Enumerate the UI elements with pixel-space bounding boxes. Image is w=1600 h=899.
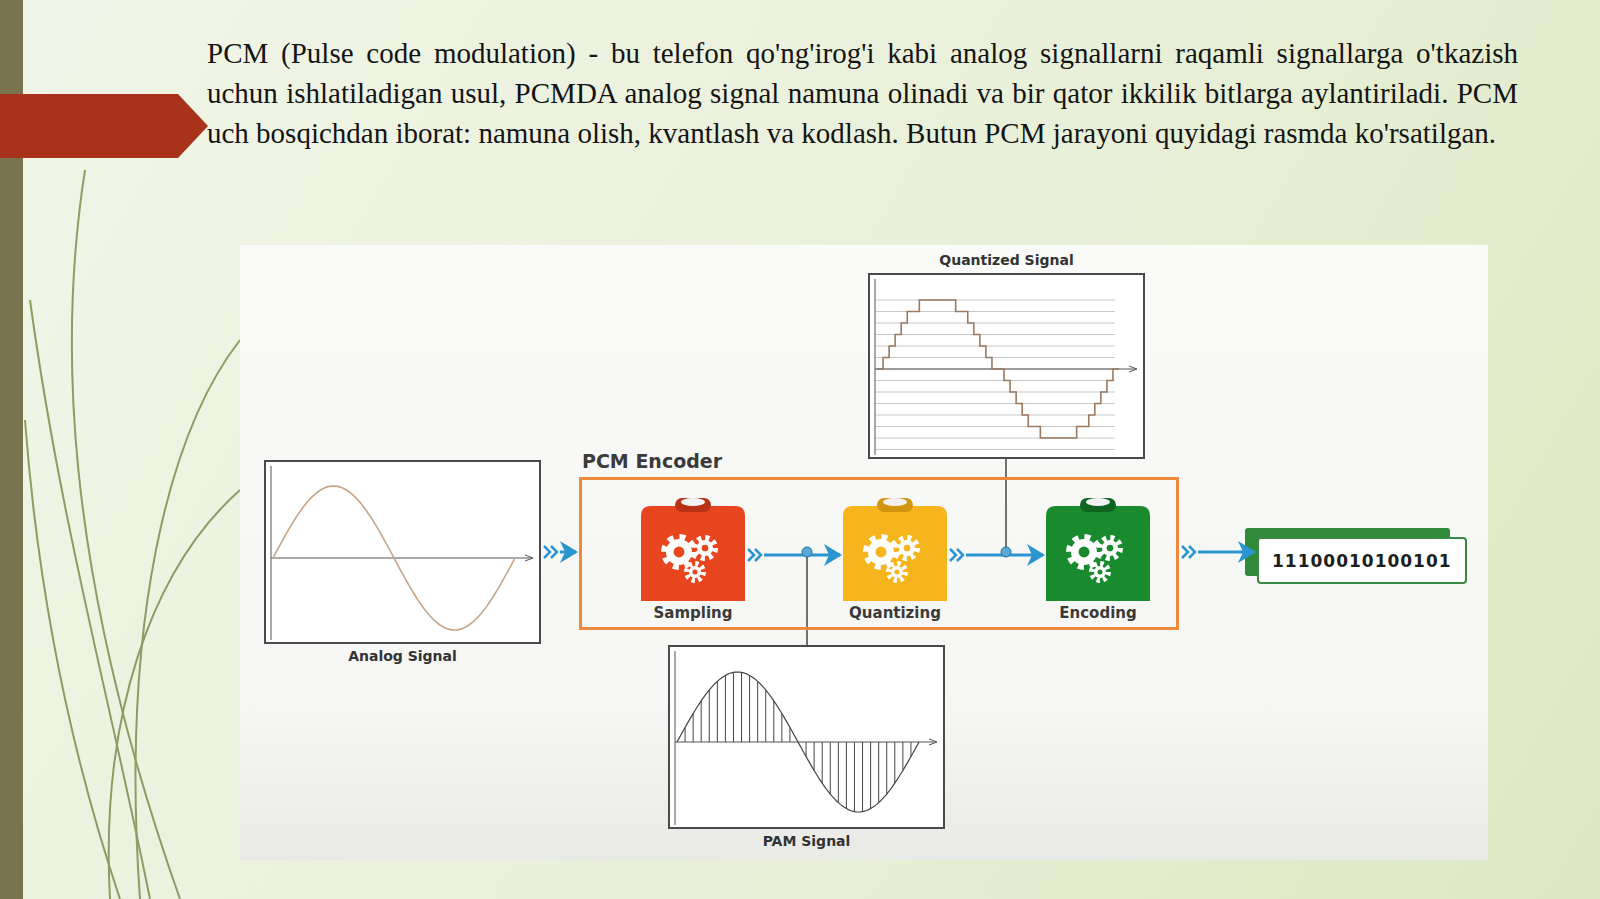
junction-dot xyxy=(802,547,812,557)
node-label: Analog Signal xyxy=(266,648,539,664)
process-block: Sampling xyxy=(641,496,745,626)
node-label: PAM Signal xyxy=(670,833,943,849)
node-label: PCM Encoder xyxy=(582,450,722,472)
encoder-frame: SamplingQuantizingEncodingPCM Encoder xyxy=(579,477,1179,630)
gear-block-icon xyxy=(843,496,947,602)
node-label: Quantizing xyxy=(823,604,967,622)
junction-dot xyxy=(1001,547,1011,557)
body-text: PCM (Pulse code modulation) - bu telefon… xyxy=(207,33,1518,153)
flow-arrow xyxy=(748,549,840,561)
node-label: Encoding xyxy=(1026,604,1170,622)
binary-code: 11100010100101 xyxy=(1272,551,1452,571)
process-block: Quantizing xyxy=(843,496,947,626)
output-code-box: 11100010100101 xyxy=(1257,537,1467,584)
flow-arrow xyxy=(1182,546,1254,558)
signal-graph-box: PAM Signal xyxy=(668,645,945,829)
node-label: Quantized Signal xyxy=(870,252,1143,268)
node-label: Sampling xyxy=(621,604,765,622)
gear-block-icon xyxy=(1046,496,1150,602)
signal-graph-box: Analog Signal xyxy=(264,460,541,644)
process-block: Encoding xyxy=(1046,496,1150,626)
signal-plot xyxy=(870,275,1143,457)
gear-block-icon xyxy=(641,496,745,602)
signal-plot xyxy=(266,462,539,642)
signal-plot xyxy=(670,647,943,827)
flow-arrow xyxy=(544,546,576,558)
signal-graph-box: Quantized Signal xyxy=(868,273,1145,459)
flow-arrow xyxy=(950,549,1043,561)
